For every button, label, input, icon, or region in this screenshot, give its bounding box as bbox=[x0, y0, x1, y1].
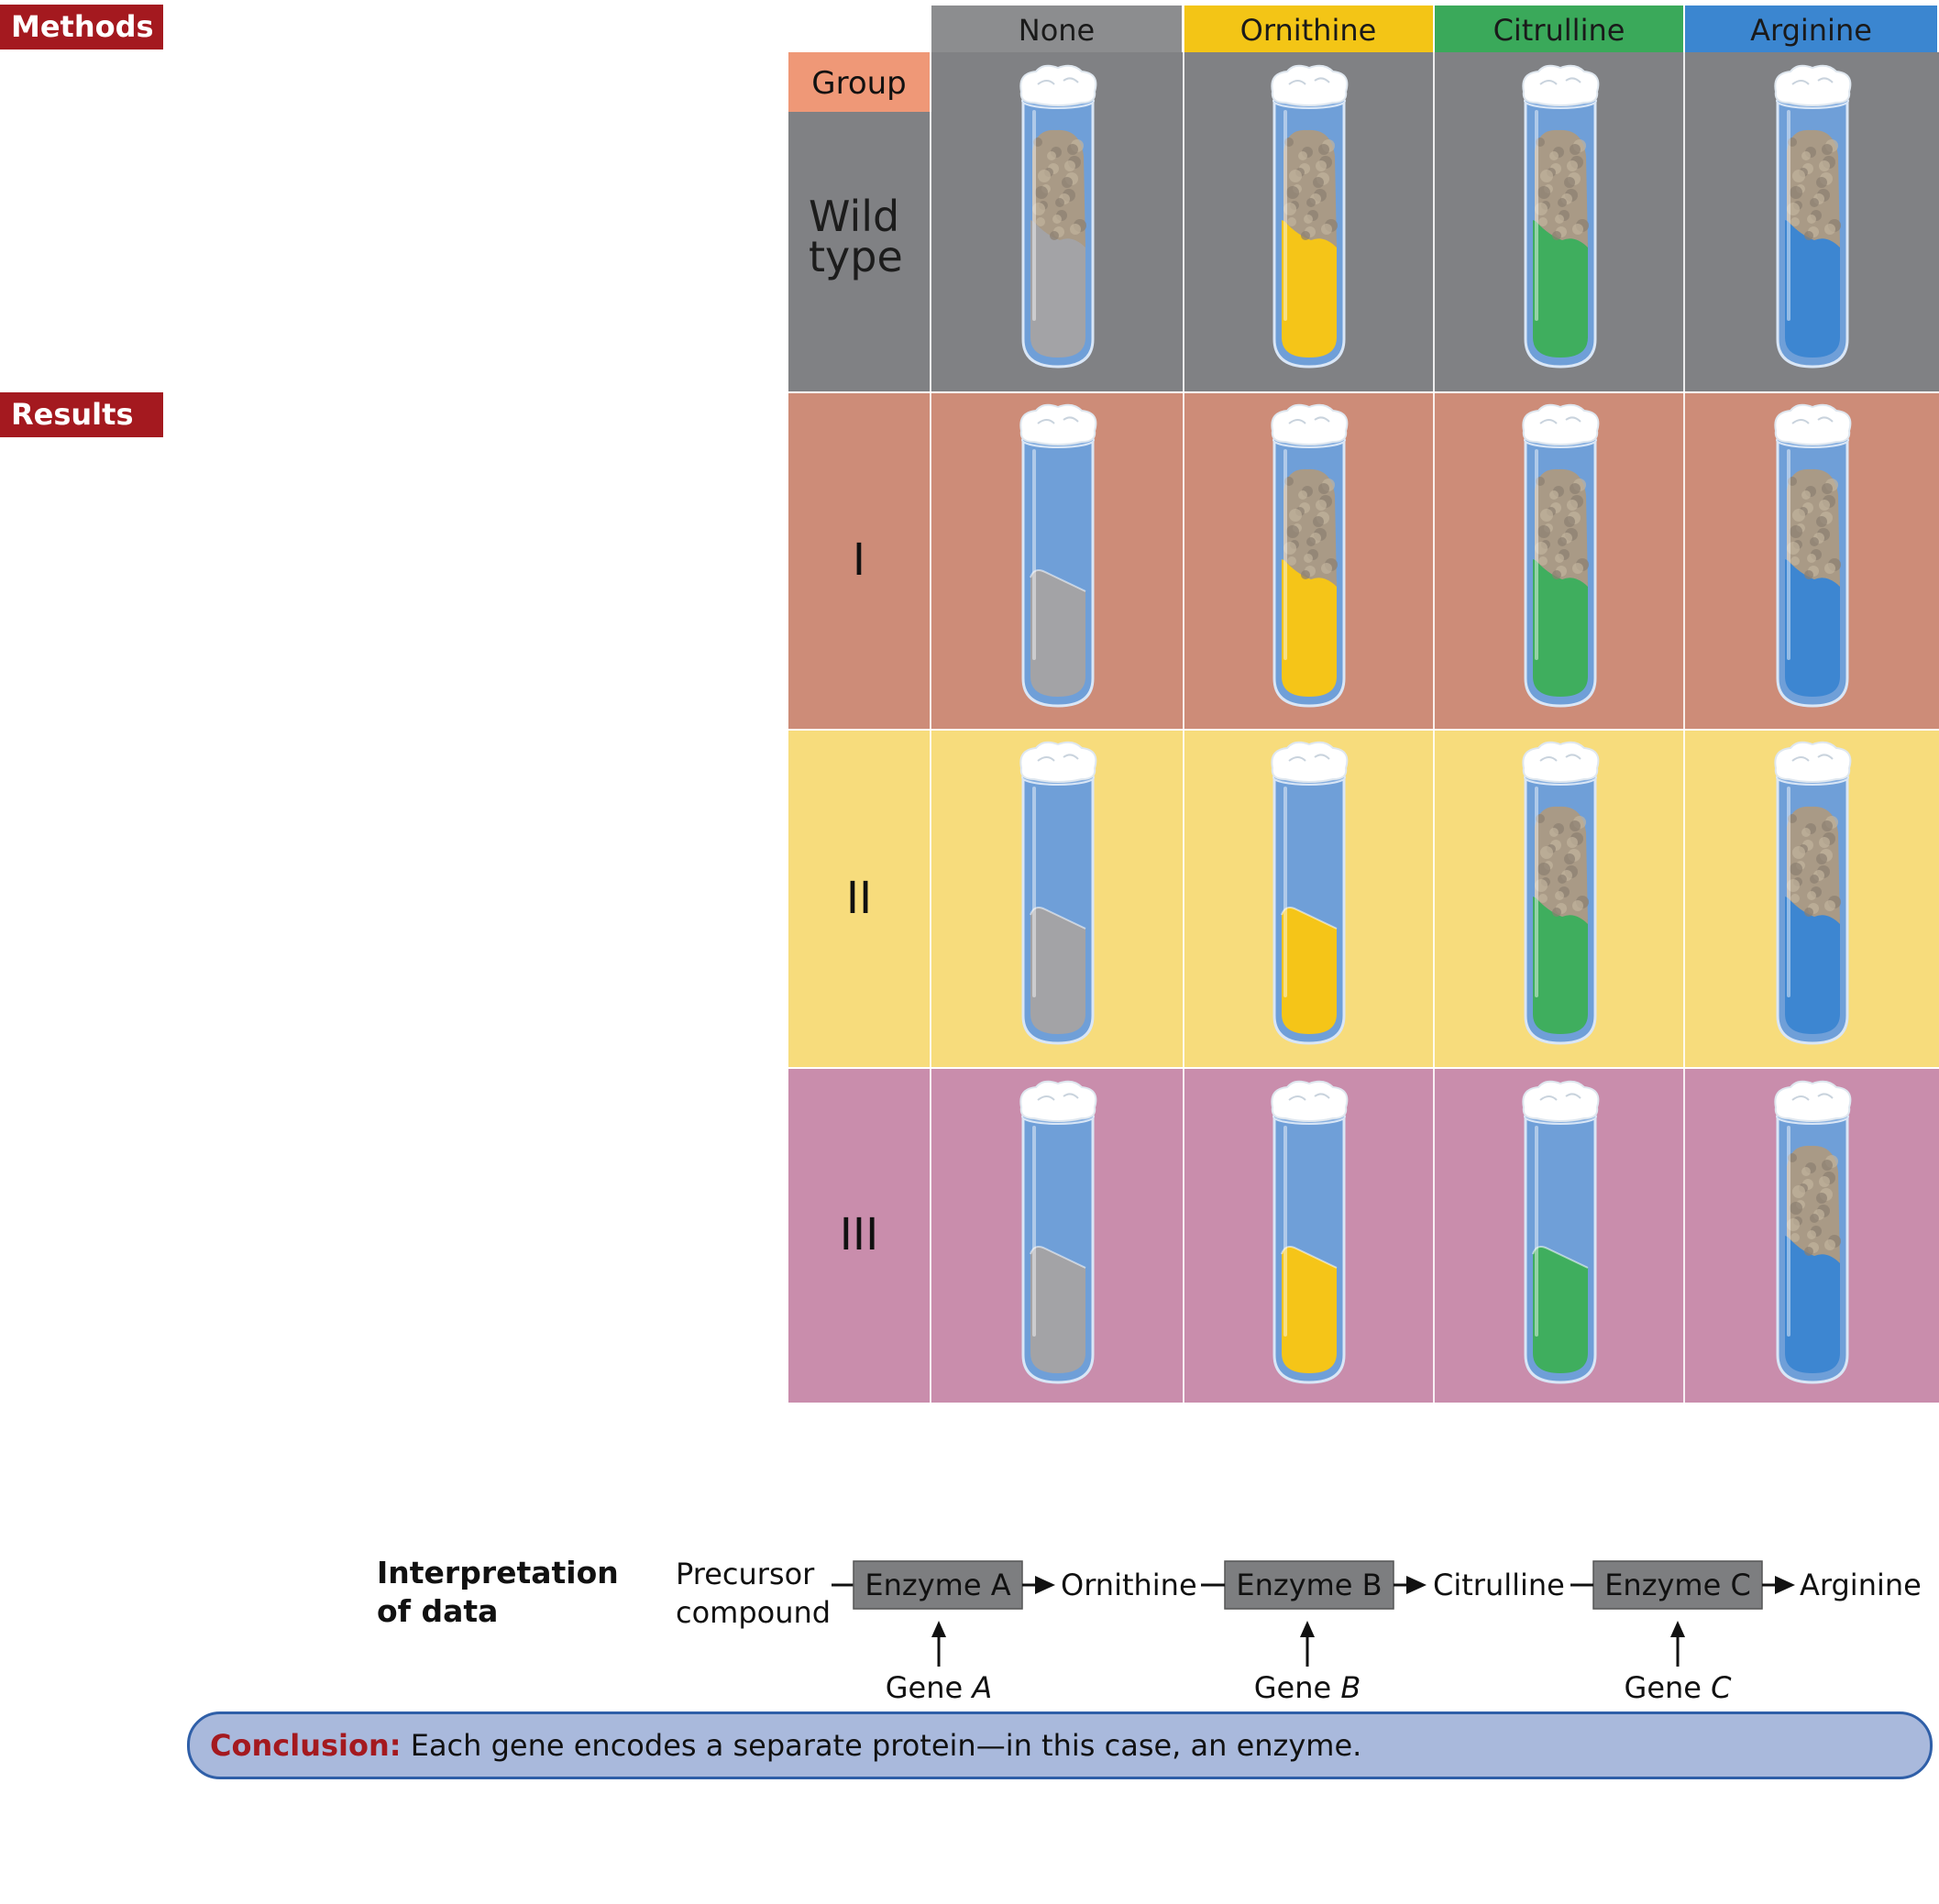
enzyme-label: Enzyme A bbox=[865, 1568, 1010, 1602]
row-mutant-i: I bbox=[788, 391, 1939, 729]
column-header-citrulline: Citrulline bbox=[1435, 6, 1683, 52]
row-mutant-iii: III bbox=[788, 1067, 1939, 1403]
grid-line bbox=[1183, 52, 1184, 1403]
gene-space bbox=[963, 1670, 972, 1705]
test-tube-citrulline-growth bbox=[1521, 741, 1599, 1045]
test-tube-ornithine-growth bbox=[1271, 64, 1349, 369]
test-tube-citrulline-no-growth bbox=[1521, 1080, 1599, 1384]
group-header: Group bbox=[788, 52, 930, 112]
grid-line bbox=[788, 391, 1939, 393]
gene-letter: B bbox=[1340, 1670, 1361, 1705]
row-label-line: type bbox=[809, 232, 903, 281]
interpretation-title: Interpretation of data bbox=[377, 1555, 619, 1629]
test-tube-citrulline-growth bbox=[1521, 403, 1599, 708]
enzyme-box bbox=[853, 1560, 1023, 1610]
gene-letter: A bbox=[970, 1670, 992, 1705]
test-tube-ornithine-no-growth bbox=[1271, 1080, 1349, 1384]
gene-label: Gene A bbox=[886, 1670, 993, 1705]
gene-arrow-head bbox=[1300, 1621, 1315, 1637]
conclusion-banner: Conclusion: Each gene encodes a separate… bbox=[187, 1711, 1933, 1779]
wild-type-row-top bbox=[931, 52, 1939, 112]
row-label: III bbox=[788, 1207, 930, 1262]
enzyme-box bbox=[1224, 1560, 1394, 1610]
row-label-line: II bbox=[845, 872, 873, 924]
column-header-arginine: Arginine bbox=[1685, 6, 1937, 52]
conclusion-lead: Conclusion: bbox=[210, 1728, 402, 1763]
product-label: Ornithine bbox=[1061, 1568, 1197, 1602]
arrow-head bbox=[1775, 1576, 1795, 1594]
row-label: I bbox=[788, 533, 930, 588]
conclusion-text: Each gene encodes a separate protein—in … bbox=[401, 1728, 1362, 1763]
gene-space bbox=[1702, 1670, 1711, 1705]
grid-line bbox=[1433, 52, 1435, 1403]
grid-line bbox=[788, 729, 1939, 731]
gene-space bbox=[1331, 1670, 1340, 1705]
test-tube-arginine-growth bbox=[1773, 1080, 1851, 1384]
arrow-head bbox=[1406, 1576, 1427, 1594]
enzyme-box bbox=[1592, 1560, 1763, 1610]
gene-label: Gene B bbox=[1254, 1670, 1361, 1705]
test-tube-arginine-growth bbox=[1773, 403, 1851, 708]
column-header-none: None bbox=[931, 6, 1182, 52]
header-divider bbox=[1683, 6, 1685, 52]
test-tube-arginine-growth bbox=[1773, 64, 1851, 369]
test-tube-arginine-growth bbox=[1773, 741, 1851, 1045]
enzyme-label: Enzyme C bbox=[1604, 1568, 1751, 1602]
row-label: II bbox=[788, 871, 930, 926]
methods-label: Methods bbox=[0, 5, 163, 50]
test-tube-none-growth bbox=[1019, 64, 1096, 369]
test-tube-ornithine-growth bbox=[1271, 403, 1349, 708]
header-divider bbox=[1183, 6, 1184, 52]
gene-prefix: Gene bbox=[1625, 1670, 1702, 1705]
gene-label: Gene C bbox=[1625, 1670, 1733, 1705]
precursor-label: compound bbox=[676, 1595, 831, 1630]
gene-arrow-head bbox=[1670, 1621, 1685, 1637]
arrow-head bbox=[1035, 1576, 1055, 1594]
gene-arrow-head bbox=[931, 1621, 946, 1637]
grid-line bbox=[788, 1067, 1939, 1069]
row-label-line: I bbox=[852, 534, 866, 586]
header-divider bbox=[1433, 6, 1435, 52]
enzyme-label: Enzyme B bbox=[1236, 1568, 1382, 1602]
precursor-label: Precursor bbox=[676, 1557, 815, 1591]
results-label: Results bbox=[0, 392, 163, 437]
column-header-ornithine: Ornithine bbox=[1184, 6, 1433, 52]
gene-prefix: Gene bbox=[886, 1670, 963, 1705]
test-tube-none-no-growth bbox=[1019, 403, 1096, 708]
row-label-line: Wild bbox=[809, 192, 900, 241]
gene-letter: C bbox=[1711, 1670, 1732, 1705]
gene-prefix: Gene bbox=[1254, 1670, 1331, 1705]
test-tube-citrulline-growth bbox=[1521, 64, 1599, 369]
test-tube-none-no-growth bbox=[1019, 1080, 1096, 1384]
row-mutant-ii: II bbox=[788, 729, 1939, 1067]
test-tube-none-no-growth bbox=[1019, 741, 1096, 1045]
product-label: Arginine bbox=[1800, 1568, 1922, 1602]
test-tube-ornithine-no-growth bbox=[1271, 741, 1349, 1045]
grid-line bbox=[930, 52, 931, 1403]
grid-line bbox=[1683, 52, 1685, 1403]
product-label: Citrulline bbox=[1433, 1568, 1565, 1602]
row-label-line: III bbox=[839, 1209, 879, 1260]
